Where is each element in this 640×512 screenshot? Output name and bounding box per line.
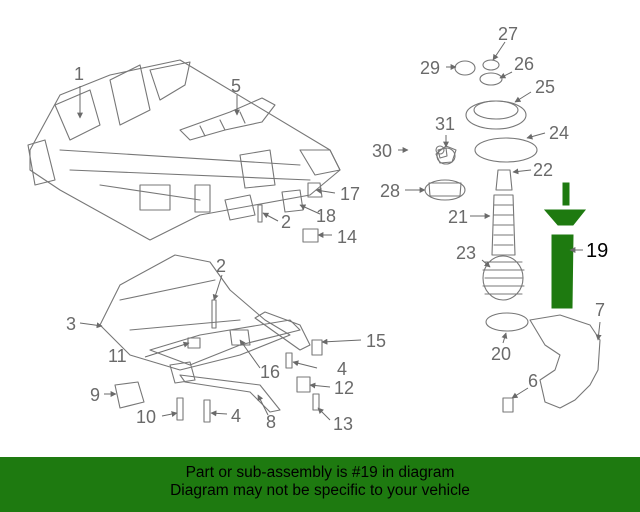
callout-30: 30 [372, 141, 392, 161]
callout-3: 3 [66, 314, 76, 334]
callout-10: 10 [136, 407, 156, 427]
leader-lines [77, 41, 602, 421]
callout-29: 29 [420, 58, 440, 78]
callout-12: 12 [334, 378, 354, 398]
callout-9: 9 [90, 385, 100, 405]
callout-15: 15 [366, 331, 386, 351]
callout-labels: 1 5 2 17 18 14 2 3 11 16 15 4 12 9 10 4 … [66, 24, 608, 434]
callout-27: 27 [498, 24, 518, 44]
callout-11: 11 [108, 346, 127, 366]
callout-7: 7 [595, 300, 605, 320]
banner-line-disclaimer: Diagram may not be specific to your vehi… [170, 482, 470, 499]
callout-18: 18 [316, 206, 336, 226]
callout-1: 1 [74, 64, 84, 84]
bolts-drawing [176, 393, 320, 423]
bushings-drawing [257, 182, 323, 243]
callout-13: 13 [333, 414, 353, 434]
callout-8: 8 [266, 412, 276, 432]
callout-24: 24 [549, 123, 569, 143]
banner-line-part: Part or sub-assembly is #19 in diagram [185, 464, 455, 481]
strut-19-highlight [543, 182, 587, 309]
bolt-6-drawing [502, 397, 514, 413]
callout-5: 5 [231, 76, 241, 96]
callout-14: 14 [337, 227, 357, 247]
parts-diagram: 1 5 2 17 18 14 2 3 11 16 15 4 12 9 10 4 … [27, 24, 608, 434]
callout-21: 21 [448, 207, 468, 227]
heat-shield-drawing [179, 97, 276, 141]
callout-26: 26 [514, 54, 534, 74]
callout-2: 2 [216, 256, 226, 276]
info-banner: Part or sub-assembly is #19 in diagram D… [0, 457, 640, 512]
subframe-drawing [27, 59, 341, 241]
callout-31: 31 [435, 114, 455, 134]
callout-2: 2 [281, 212, 291, 232]
callout-4: 4 [231, 406, 241, 426]
callout-20: 20 [491, 344, 511, 364]
callout-19-highlighted: 19 [586, 240, 608, 262]
bushing-9-drawing [114, 381, 145, 409]
callout-6: 6 [528, 371, 538, 391]
knuckle-drawing [529, 314, 601, 409]
strut-mount-drawing [424, 59, 538, 332]
control-arm-drawing [99, 254, 323, 413]
callout-23: 23 [456, 243, 476, 263]
callout-16: 16 [260, 362, 280, 382]
callout-25: 25 [535, 77, 555, 97]
callout-4: 4 [337, 359, 347, 379]
callout-22: 22 [533, 160, 553, 180]
callout-28: 28 [380, 181, 400, 201]
callout-17: 17 [340, 184, 360, 204]
